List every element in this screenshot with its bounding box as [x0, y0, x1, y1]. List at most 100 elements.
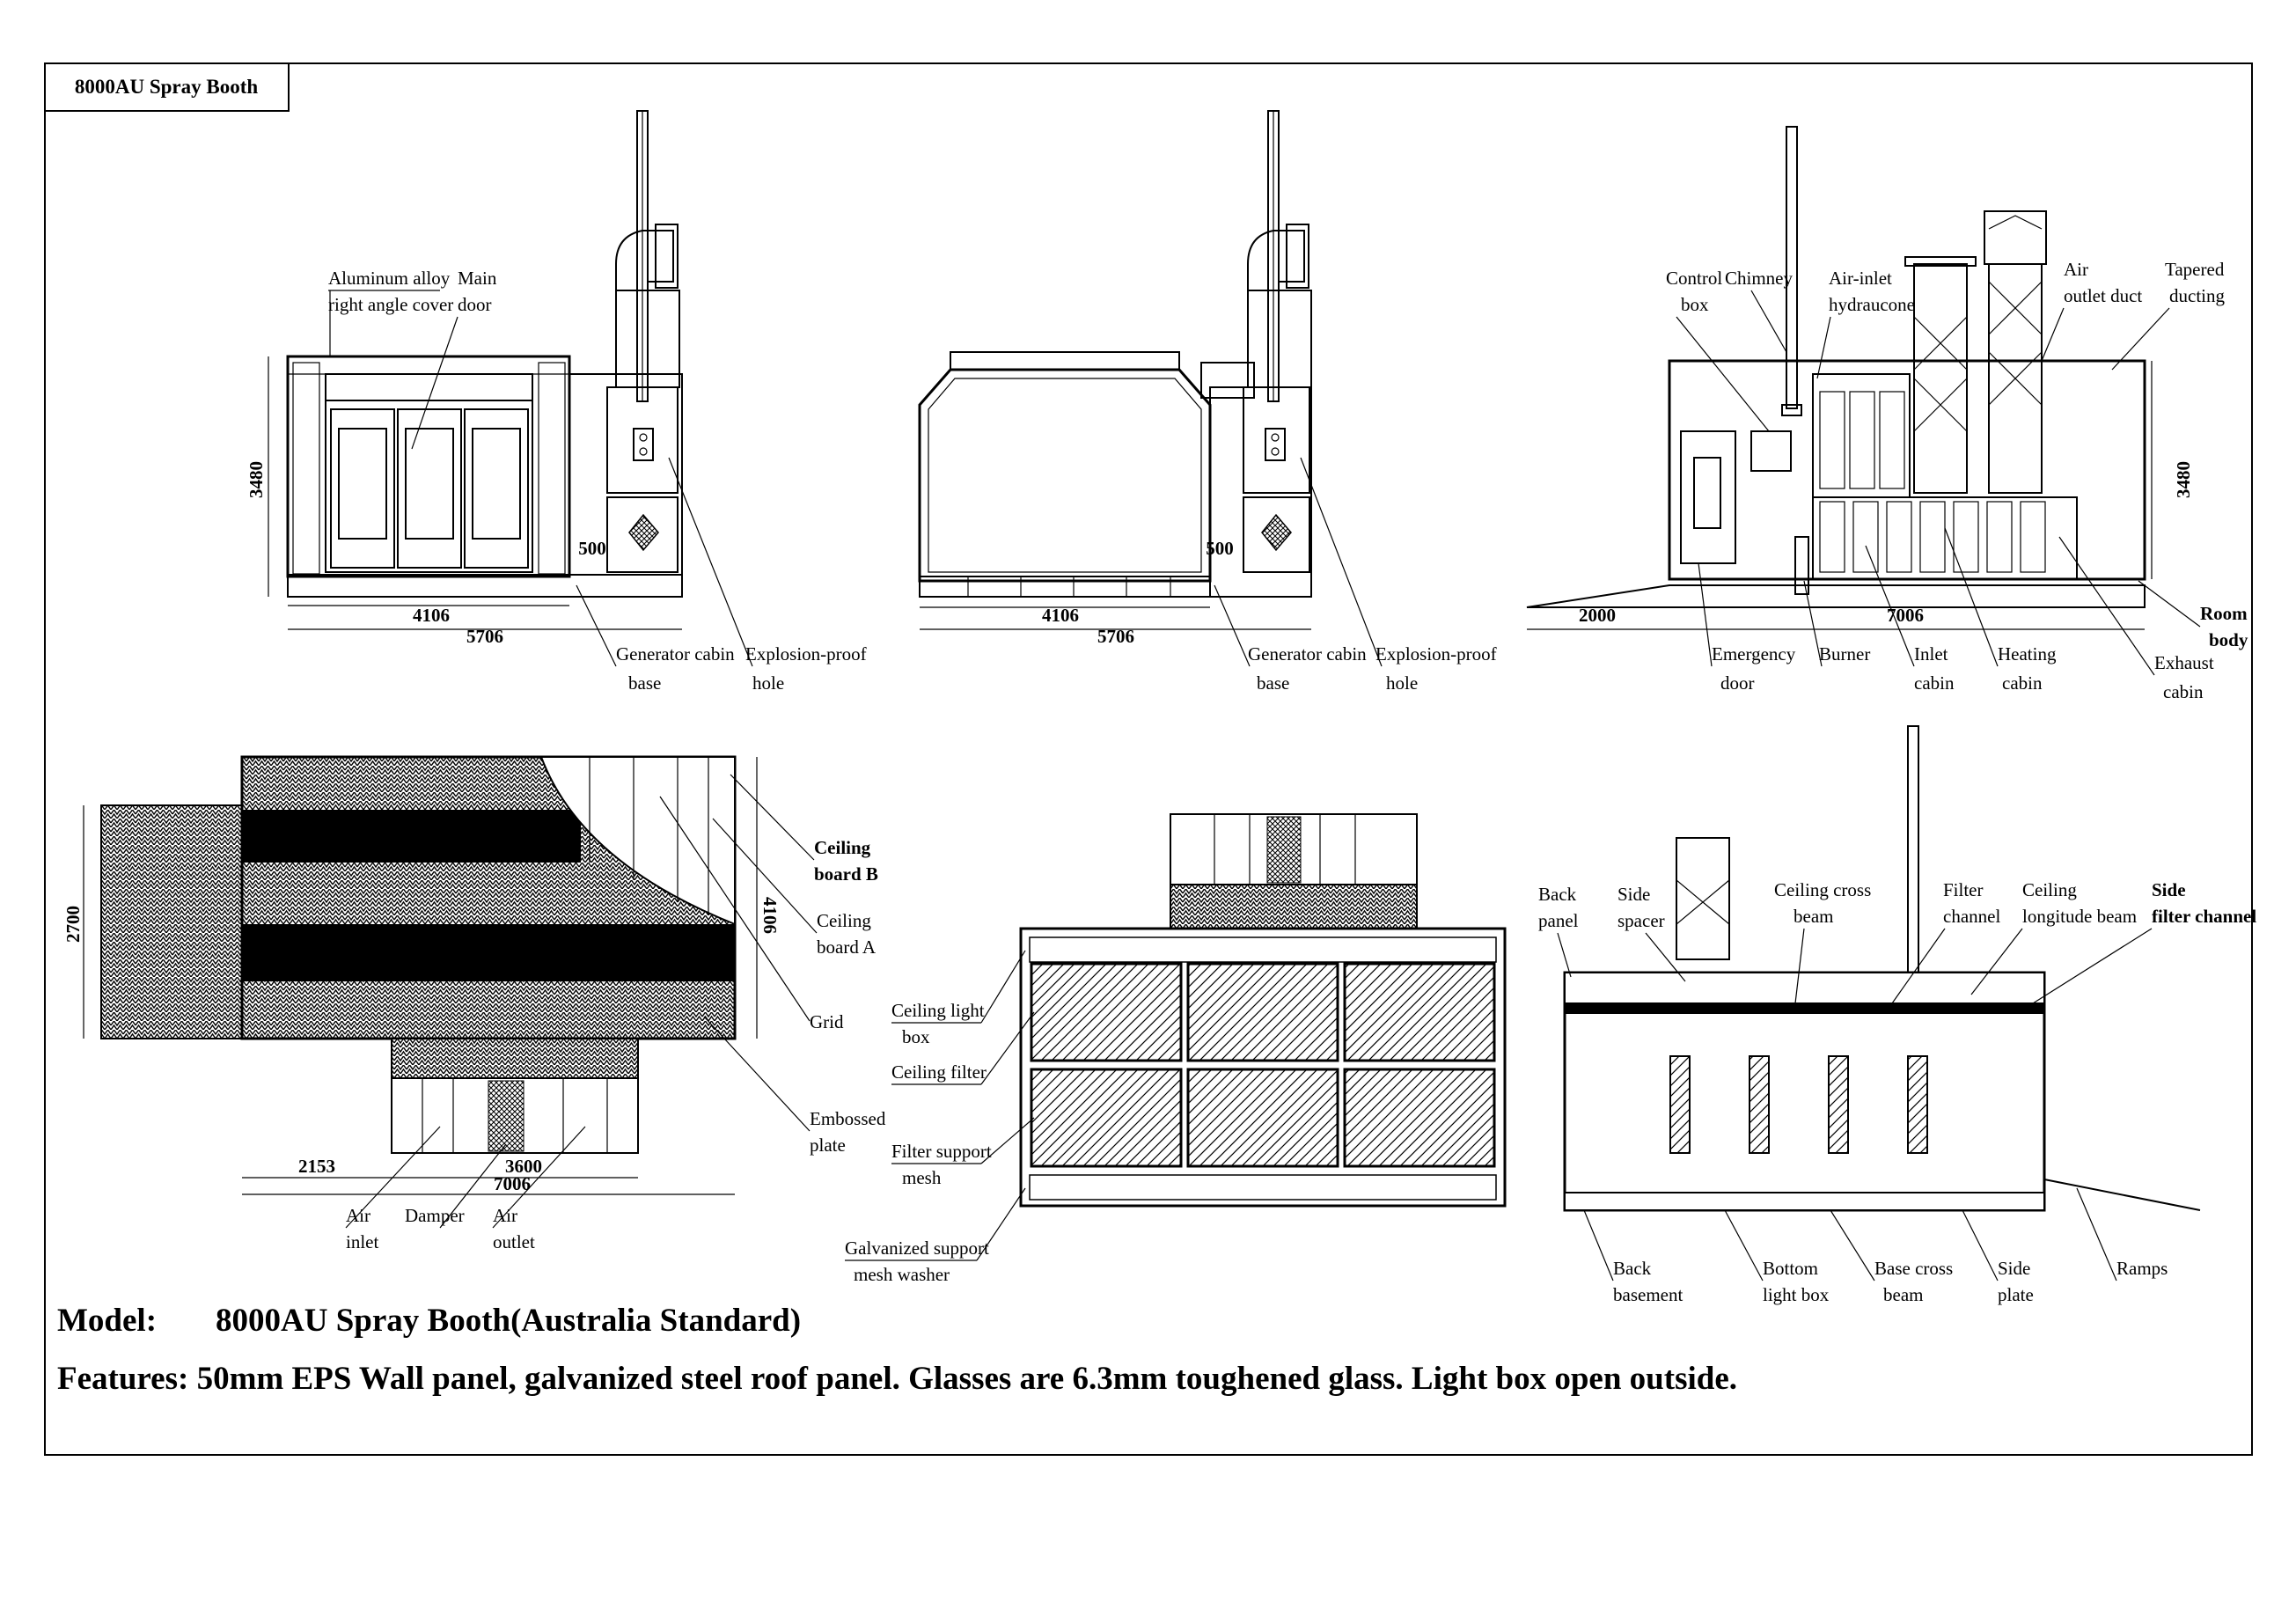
- drawing-label: cabin: [1914, 672, 1955, 694]
- drawing-label: box: [902, 1026, 930, 1047]
- drawing-label: Room: [2200, 603, 2248, 624]
- drawing-label: 2000: [1579, 605, 1616, 626]
- drawing-label: Exhaust: [2154, 652, 2214, 673]
- drawing-label: right angle cover: [328, 294, 453, 315]
- drawing-label: filter channel: [2152, 906, 2256, 927]
- drawing-label: Control: [1666, 268, 1722, 289]
- drawing-label: Air: [2064, 259, 2088, 280]
- drawing-label: Chimney: [1725, 268, 1793, 289]
- drawing-label: body: [2209, 629, 2248, 650]
- model-value: 8000AU Spray Booth(Australia Standard): [216, 1303, 801, 1339]
- drawing-label: beam: [1883, 1284, 1923, 1305]
- drawing-label: Explosion-proof: [745, 643, 867, 665]
- drawing-label: inlet: [346, 1231, 378, 1252]
- drawing-label: Filter support: [891, 1141, 992, 1162]
- title-box-text: 8000AU Spray Booth: [75, 76, 259, 98]
- drawing-label: 4106: [1042, 605, 1079, 626]
- drawing-label: Ceiling: [814, 837, 871, 858]
- main-door-center: [397, 408, 462, 569]
- drawing-label: 3480: [2173, 461, 2194, 498]
- drawing-label: mesh washer: [854, 1264, 950, 1285]
- drawing-label: Side: [2152, 879, 2186, 900]
- drawing-label: board A: [817, 936, 877, 958]
- drawing-label: beam: [1794, 906, 1833, 927]
- model-label: Model:: [57, 1303, 157, 1339]
- main-door-right: [464, 408, 529, 569]
- drawing-label: Aluminum alloy: [328, 268, 451, 289]
- drawing-label: plate: [1998, 1284, 2034, 1305]
- front-view-right: 500 4106 5706 Generator cabin base Explo…: [918, 110, 1497, 694]
- front-view-left: 3480 500 4106 5706 Aluminum alloy right …: [246, 110, 867, 694]
- drawing-label: Filter: [1943, 879, 1984, 900]
- drawing-label: Tapered: [2165, 259, 2225, 280]
- drawing-label: 3600: [505, 1156, 542, 1177]
- drawing-label: Side: [1617, 884, 1650, 905]
- drawing-label: light box: [1763, 1284, 1830, 1305]
- drawing-label: outlet: [493, 1231, 535, 1252]
- drawing-label: hole: [1386, 672, 1418, 694]
- drawing-label: Galvanized support: [845, 1237, 989, 1259]
- emergency-door: [1680, 430, 1736, 564]
- drawing-label: Main: [458, 268, 497, 289]
- drawing-label: mesh: [902, 1167, 942, 1188]
- drawing-label: Damper: [405, 1205, 465, 1226]
- drawing-label: base: [628, 672, 661, 694]
- drawing-label: cabin: [2002, 672, 2043, 694]
- drawing-label: Ceiling filter: [891, 1061, 987, 1083]
- ceiling-view: Ceiling light box Ceiling filter Filter …: [845, 813, 1507, 1285]
- drawing-label: Ceiling: [817, 910, 871, 931]
- drawing-label: 3480: [246, 461, 267, 498]
- drawing-label: Heating: [1998, 643, 2057, 665]
- drawing-label: 2153: [298, 1156, 335, 1177]
- drawing-label: Air: [493, 1205, 517, 1226]
- drawing-label: Ramps: [2116, 1258, 2168, 1279]
- drawing-label: Explosion-proof: [1375, 643, 1497, 665]
- drawing-label: Ceiling: [2022, 879, 2077, 900]
- drawing-label: Burner: [1819, 643, 1870, 665]
- drawing-label: Side: [1998, 1258, 2030, 1279]
- title-box: [44, 62, 290, 112]
- drawing-label: panel: [1538, 910, 1579, 931]
- drawing-label: Emergency: [1712, 643, 1796, 665]
- drawing-label: Back: [1613, 1258, 1652, 1279]
- drawing-label: Air-inlet: [1829, 268, 1892, 289]
- drawing-label: 7006: [1887, 605, 1924, 626]
- drawing-label: Ceiling light: [891, 1000, 985, 1021]
- sheet-border: [44, 62, 2253, 1456]
- drawing-label: Base cross: [1874, 1258, 1953, 1279]
- main-door-left: [330, 408, 395, 569]
- drawing-label: 4106: [759, 897, 781, 934]
- drawing-label: box: [1681, 294, 1709, 315]
- drawing-label: hydraucone: [1829, 294, 1915, 315]
- drawing-label: ducting: [2169, 285, 2225, 306]
- drawing-label: 5706: [1097, 626, 1134, 647]
- drawing-label: outlet duct: [2064, 285, 2142, 306]
- drawing-label: 500: [578, 538, 606, 559]
- drawing-label: basement: [1613, 1284, 1683, 1305]
- drawing-label: board B: [814, 863, 878, 885]
- drawing-label: plate: [810, 1135, 846, 1156]
- drawing-label: cabin: [2163, 681, 2204, 702]
- drawing-label: spacer: [1617, 910, 1665, 931]
- side-view: 3480 2000 7006 Control box Chimney Air-i…: [1526, 126, 2248, 702]
- drawing-label: 500: [1206, 538, 1234, 559]
- drawing-label: Grid: [810, 1011, 844, 1032]
- plan-view: 2700 4106 2153 3600 7006 Ceiling board B…: [62, 755, 886, 1252]
- drawing-label: channel: [1943, 906, 2000, 927]
- drawing-label: Embossed: [810, 1108, 886, 1129]
- drawing-label: Generator cabin: [1248, 643, 1367, 665]
- drawing-label: Air: [346, 1205, 370, 1226]
- control-box: [1750, 430, 1792, 472]
- drawing-label: Bottom: [1763, 1258, 1818, 1279]
- drawing-label: base: [1257, 672, 1289, 694]
- drawing-label: hole: [752, 672, 784, 694]
- drawing-label: longitude beam: [2022, 906, 2137, 927]
- drawing-label: Inlet: [1914, 643, 1948, 665]
- drawing-label: door: [458, 294, 492, 315]
- drawing-label: Back: [1538, 884, 1577, 905]
- section-view: Back panel Side spacer Ceiling cross bea…: [1538, 725, 2256, 1305]
- drawing-label: door: [1720, 672, 1755, 694]
- drawing-label: 2700: [62, 906, 84, 943]
- drawing-label: Ceiling cross: [1774, 879, 1871, 900]
